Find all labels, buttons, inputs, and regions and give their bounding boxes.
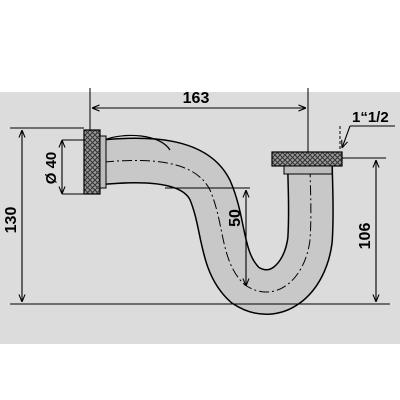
dimension-106-label: 106 — [357, 223, 374, 250]
pipe-elbow-left — [103, 134, 171, 151]
right-outlet-nut — [271, 151, 343, 175]
dimension-163: 163 — [92, 90, 306, 108]
trap-pipe — [102, 134, 334, 315]
thread-size-callout: 1“1/2 — [342, 109, 395, 148]
thread-size-label: 1“1/2 — [352, 109, 389, 126]
dimension-50: 50 — [227, 190, 246, 286]
pipe-centerline — [103, 159, 312, 293]
dimension-106: 106 — [357, 160, 376, 302]
dimension-130: 130 — [3, 130, 22, 302]
dimension-diameter-40: Ø 40 — [43, 139, 84, 195]
dimension-130-label: 130 — [3, 207, 20, 234]
dimension-163-label: 163 — [183, 90, 210, 107]
extension-lines — [10, 88, 390, 305]
dimension-diameter-40-label: Ø 40 — [43, 152, 60, 185]
dimension-50-label: 50 — [227, 209, 244, 227]
left-inlet-gasket — [83, 129, 107, 195]
